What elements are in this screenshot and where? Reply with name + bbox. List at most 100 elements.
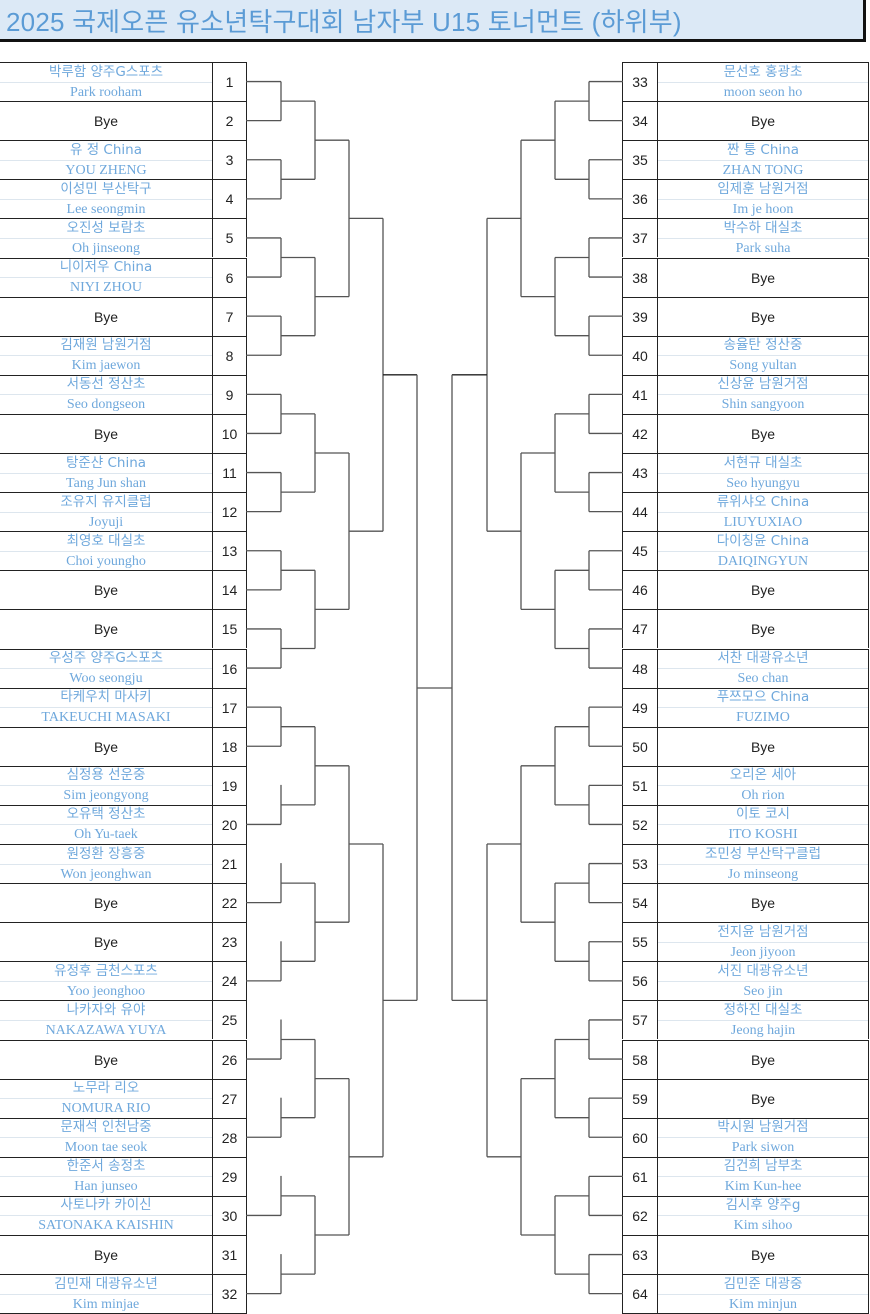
- player-name-korean: 조민성 부산탁구클럽: [658, 845, 868, 865]
- player-name-english: Oh Yu-taek: [74, 827, 138, 843]
- player-name-english: Moon tae seok: [64, 1140, 148, 1156]
- player-name-cell: Bye: [658, 571, 869, 610]
- player-name-english: Park rooham: [70, 84, 142, 100]
- player-name-english: Kim Kun-hee: [724, 1179, 802, 1195]
- player-name-korean: 나카자와 유야: [0, 1001, 212, 1021]
- player-name-english: Seo dongseon: [66, 397, 146, 413]
- player-name-cell: Bye: [0, 1041, 212, 1079]
- player-name-cell: Bye: [0, 610, 212, 648]
- player-name-english: NAKAZAWA YUYA: [45, 1022, 167, 1038]
- player-name-cell: Bye: [0, 298, 212, 336]
- player-name-korean: 이토 코시: [658, 805, 868, 826]
- player-name-english: NIYI ZHOU: [70, 280, 142, 296]
- player-name-korean: 오리온 세아: [658, 766, 868, 787]
- player-name-english: Kim sihoo: [733, 1218, 793, 1234]
- player-name-korean: 우성주 양주G스포츠: [0, 649, 212, 670]
- player-name-english: Oh rion: [741, 788, 785, 804]
- bye-label: Bye: [750, 1051, 776, 1068]
- player-name-english: TAKEUCHI MASAKI: [41, 710, 171, 726]
- player-name-korean: 박루함 양주G스포츠: [0, 63, 212, 83]
- player-name-korean: 전지윤 남원거점: [658, 923, 868, 943]
- bye-label: Bye: [93, 1051, 119, 1068]
- player-name-cell: Bye: [658, 297, 869, 336]
- player-name-cell: Bye: [0, 102, 212, 140]
- player-name-korean: 조유지 유지클럽: [0, 493, 212, 513]
- player-name-korean: 김건희 남부초: [658, 1157, 868, 1178]
- player-name-korean: 문재석 인천남중: [0, 1118, 212, 1139]
- bye-label: Bye: [750, 308, 776, 325]
- player-name-korean: 김민재 대광유소년: [0, 1275, 212, 1295]
- bye-label: Bye: [93, 1247, 119, 1264]
- player-name-english: Yoo jeonghoo: [66, 983, 146, 999]
- player-name-cell: Bye: [0, 1236, 212, 1274]
- player-name-korean: 서진 대광유소년: [658, 962, 868, 982]
- player-name-english: SATONAKA KAISHIN: [38, 1218, 174, 1234]
- bye-label: Bye: [750, 425, 776, 442]
- player-name-english: moon seon ho: [723, 84, 803, 100]
- player-name-cell: Bye: [658, 414, 869, 453]
- player-name-korean: 문선호 홍광초: [658, 63, 868, 83]
- player-name-english: FUZIMO: [736, 710, 790, 726]
- player-name-korean: 신상윤 남원거점: [658, 375, 868, 396]
- player-name-korean: 송율탄 정산중: [658, 336, 868, 357]
